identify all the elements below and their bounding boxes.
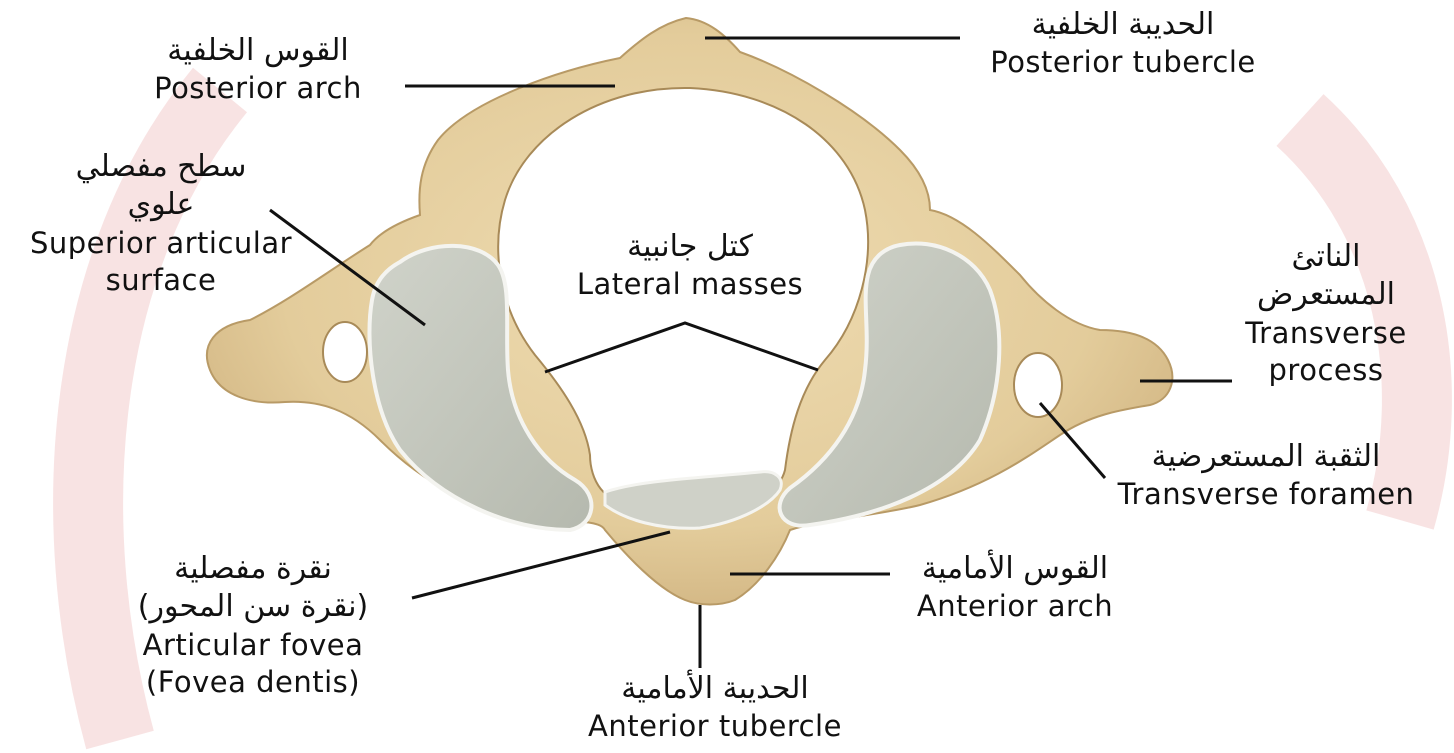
label-superior-articular-surface: سطح مفصلي علوي Superior articular surfac… [2, 148, 320, 299]
left-transverse-foramen [323, 322, 367, 382]
label-articular-fovea: نقرة مفصلية (نقرة سن المحور) Articular f… [108, 550, 398, 701]
label-transverse-process: الناتئ المستعرض Transverse process [1226, 238, 1426, 389]
label-anterior-tubercle: الحديبة الأمامية Anterior tubercle [560, 670, 870, 746]
label-posterior-arch: القوس الخلفية Posterior arch [128, 32, 388, 108]
label-anterior-arch: القوس الأمامية Anterior arch [880, 550, 1150, 626]
label-posterior-tubercle: الحديبة الخلفية Posterior tubercle [958, 6, 1288, 82]
label-transverse-foramen: الثقبة المستعرضية Transverse foramen [1084, 438, 1448, 514]
label-lateral-masses: كتل جانبية Lateral masses [550, 228, 830, 304]
right-transverse-foramen [1014, 353, 1062, 417]
leader-articular-fovea [412, 532, 670, 598]
